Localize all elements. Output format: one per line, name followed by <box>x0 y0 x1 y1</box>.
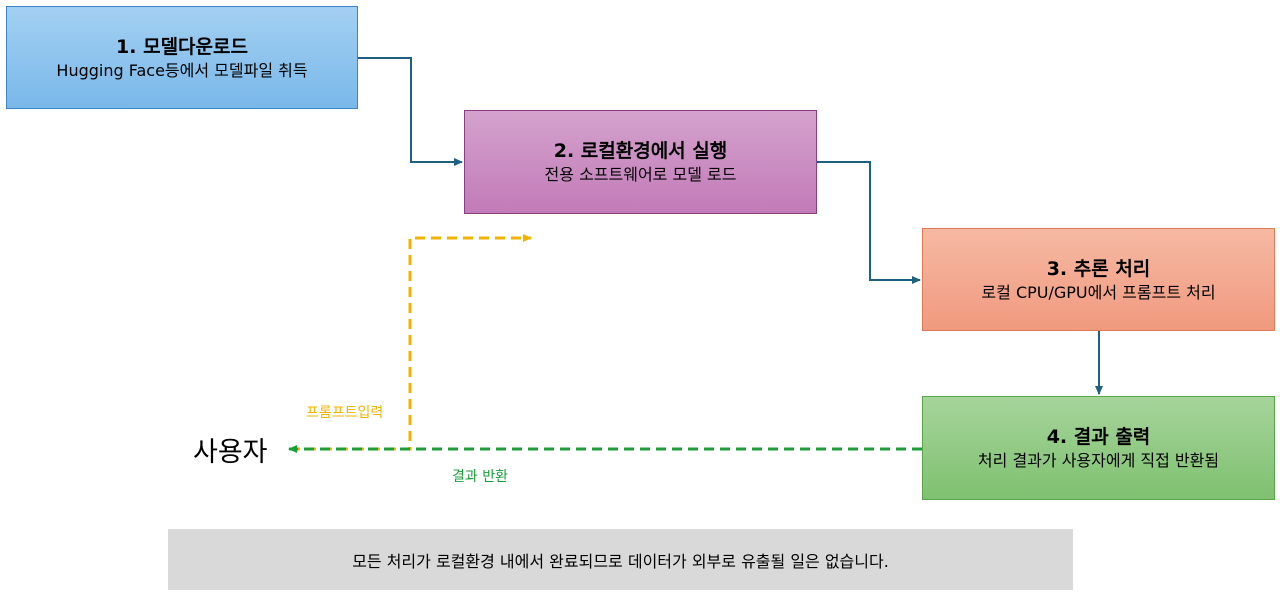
user-label: 사용자 <box>193 437 268 468</box>
step-2-subtitle: 전용 소프트웨어로 모델 로드 <box>544 165 737 184</box>
step-2-title: 2. 로컬환경에서 실행 <box>553 140 728 162</box>
step-4-subtitle: 처리 결과가 사용자에게 직접 반환됨 <box>977 451 1220 470</box>
step-3-title: 3. 추론 처리 <box>1046 257 1151 280</box>
footer-note: 모든 처리가 로컬환경 내에서 완료되므로 데이터가 외부로 유출될 일은 없습… <box>168 529 1073 590</box>
step-2-box: 2. 로컬환경에서 실행 전용 소프트웨어로 모델 로드 <box>464 110 817 214</box>
step-3-box: 3. 추론 처리 로컬 CPU/GPU에서 프롬프트 처리 <box>922 228 1275 331</box>
connector-step1-to-step2 <box>358 57 463 166</box>
step-1-box: 1. 모델다운로드 Hugging Face등에서 모델파일 취득 <box>6 6 358 109</box>
prompt-input-flow <box>290 234 532 451</box>
step-1-title: 1. 모델다운로드 <box>116 35 248 58</box>
prompt-input-label: 프롬프트입력 <box>306 405 384 421</box>
step-3-subtitle: 로컬 CPU/GPU에서 프롬프트 처리 <box>981 282 1216 302</box>
connector-step2-to-step3 <box>817 161 921 284</box>
step-4-title: 4. 결과 출력 <box>1046 426 1151 448</box>
step-4-box: 4. 결과 출력 처리 결과가 사용자에게 직접 반환됨 <box>922 396 1275 500</box>
result-return-label: 결과 반환 <box>452 469 508 485</box>
step-1-subtitle: Hugging Face등에서 모델파일 취득 <box>56 60 308 80</box>
